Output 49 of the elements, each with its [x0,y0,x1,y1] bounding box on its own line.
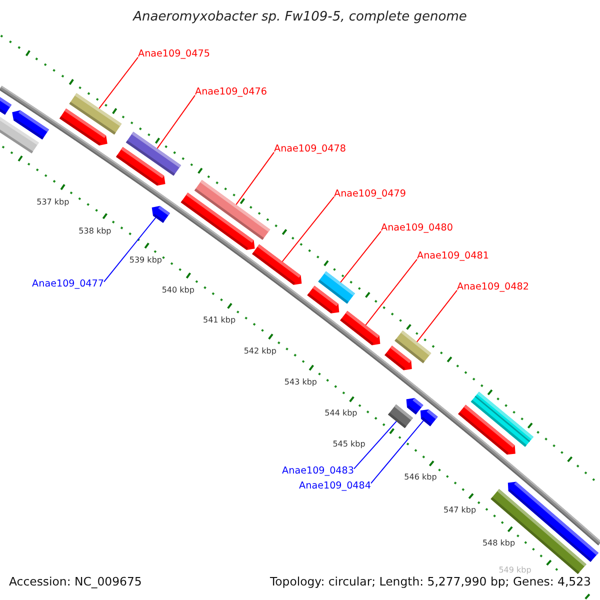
gene-label: Anae109_0482 [457,281,529,293]
gene-label: Anae109_0481 [417,250,489,262]
scale-label: 540 kbp [162,285,194,294]
gene-label: Anae109_0483 [282,465,354,477]
scale-label: 541 kbp [202,315,236,325]
scale-label: 537 kbp [36,196,70,206]
gene-block [340,310,380,346]
gene-block [252,244,302,285]
leader-line [370,420,424,484]
scale-label: 545 kbp [332,439,366,449]
gene-label: Anae109_0479 [334,188,406,200]
leader-line [156,94,196,149]
scale-label: 548 kbp [482,538,516,548]
leader-line [416,290,458,342]
gene-block [406,398,424,414]
diagram-title: Anaeromyxobacter sp. Fw109-5, complete genome [133,10,467,26]
footer-text: Accession: NC_009675 [9,575,142,589]
scale-label: 547 kbp [443,504,476,514]
gene-label: Anae109_0480 [381,222,453,234]
leader-line [354,420,397,470]
gene-block [116,147,166,186]
gene-block [458,404,516,455]
feature-bar [0,97,12,115]
scale-label: 549 kbp [498,565,532,575]
gene-block [307,286,340,314]
scale-label: 539 kbp [129,255,162,265]
gene-block [152,206,170,223]
gene-label: Anae109_0476 [195,86,267,98]
leader-line [236,152,274,206]
footer-text: Topology: circular; Length: 5,277,990 bp; Genes: 4,523 [270,575,591,589]
scale-label: 542 kbp [244,346,276,356]
leader-line [98,56,138,109]
gene-label: Anae109_0478 [274,143,346,155]
gene-block [420,409,438,426]
leader-line [340,230,382,283]
scale-label: 544 kbp [324,408,358,418]
leader-line [365,258,418,326]
leader-line [104,217,156,282]
scale-label: 543 kbp [284,376,317,386]
gene-block [180,192,255,250]
gene-block [384,346,412,370]
scale-label: 538 kbp [78,226,112,236]
gene-label: Anae109_0477 [32,278,104,290]
feature-bar [0,117,39,154]
gene-label: Anae109_0475 [138,48,210,60]
gene-block [60,108,108,146]
scale-label: 546 kbp [404,472,437,482]
gene-label: Anae109_0484 [299,480,371,492]
leader-line [282,196,334,262]
